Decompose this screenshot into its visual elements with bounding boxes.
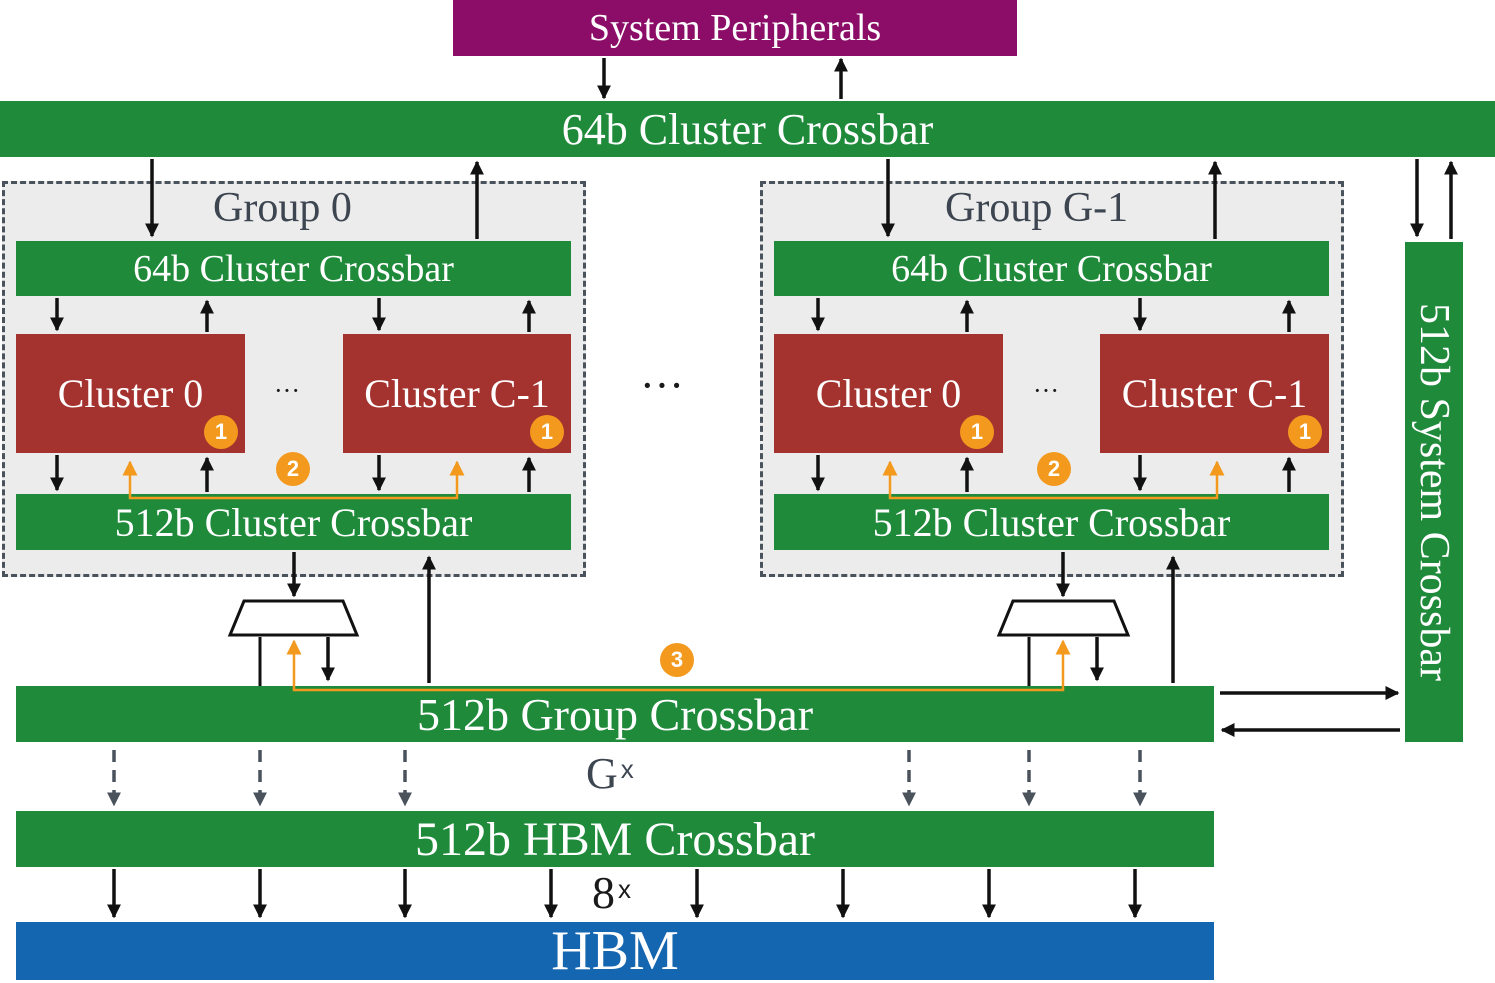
group-last-cluster-0-label: Cluster 0 <box>815 371 962 416</box>
top-cluster-crossbar: 64b Cluster Crossbar <box>0 101 1495 157</box>
hbm-block: HBM <box>16 920 1214 982</box>
group-last-512b-crossbar: 512b Cluster Crossbar <box>774 494 1329 550</box>
group-first-512b-crossbar: 512b Cluster Crossbar <box>16 494 571 550</box>
system-crossbar: 512b System Crossbar <box>1405 242 1463 742</box>
system-peripherals-block: System Peripherals <box>453 0 1017 56</box>
hbm-crossbar-label: 512b HBM Crossbar <box>414 812 815 866</box>
groups-ellipsis: ··· <box>640 361 684 410</box>
badge-3-inter-group: 3 <box>660 643 694 677</box>
hbm-crossbar: 512b HBM Crossbar <box>16 811 1214 867</box>
group-last-cluster-c-1-label: Cluster C-1 <box>1121 371 1308 416</box>
group-last-title: Group G-1 <box>945 185 1129 231</box>
group-first-cluster-ellipsis: ··· <box>274 376 300 405</box>
top-cluster-crossbar-label: 64b Cluster Crossbar <box>561 104 934 154</box>
group-first-title: Group 0 <box>213 185 352 231</box>
group-last-cluster-ellipsis: ··· <box>1033 376 1059 405</box>
group-crossbar-label: 512b Group Crossbar <box>416 688 814 740</box>
system-peripherals-label: System Peripherals <box>588 7 882 49</box>
badge-1-group-last-cluster-0: 1 <box>960 415 994 449</box>
group-last-64b-crossbar-label: 64b Cluster Crossbar <box>891 247 1212 290</box>
group-multiplier-value: G <box>586 749 618 798</box>
badge-1-group-first-cluster-0: 1 <box>204 415 238 449</box>
hbm-label: HBM <box>551 920 679 982</box>
group-last-mux <box>996 599 1131 637</box>
hbm-multiplier-suffix: x <box>618 874 631 904</box>
group-first-cluster-c-1-label: Cluster C-1 <box>364 371 550 416</box>
system-crossbar-label: 512b System Crossbar <box>1411 303 1457 681</box>
group-multiplier-suffix: x <box>620 754 634 784</box>
group-first-64b-crossbar-label: 64b Cluster Crossbar <box>133 247 454 290</box>
group-first-cluster-0-label: Cluster 0 <box>57 371 204 416</box>
badge-2-group-last: 2 <box>1037 452 1071 486</box>
group-last-64b-crossbar: 64b Cluster Crossbar <box>774 241 1329 296</box>
badge-1-group-first-cluster-c-1: 1 <box>530 415 564 449</box>
badge-1-group-last-cluster-c-1: 1 <box>1288 415 1322 449</box>
group-crossbar: 512b Group Crossbar <box>16 686 1214 742</box>
hbm-multiplier-value: 8 <box>592 867 615 918</box>
badge-2-group-first: 2 <box>276 452 310 486</box>
group-first-512b-crossbar-label: 512b Cluster Crossbar <box>114 499 473 545</box>
group-first-64b-crossbar: 64b Cluster Crossbar <box>16 241 571 296</box>
group-first-mux <box>227 599 360 637</box>
group-last-512b-crossbar-label: 512b Cluster Crossbar <box>872 499 1231 545</box>
